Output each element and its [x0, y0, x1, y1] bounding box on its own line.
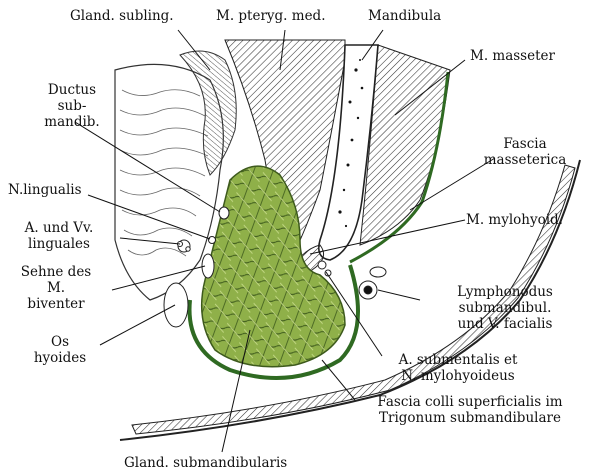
label-fascia-masseterica: Fascia masseterica — [470, 136, 580, 168]
label-a-sub-line2: N. mylohyoideus — [378, 368, 538, 384]
ductus-dot — [219, 207, 229, 219]
label-sehne-line3: biventer — [6, 296, 106, 312]
label-a-vv-linguales: A. und Vv. linguales — [4, 220, 114, 252]
label-fascia-colli-line2: Trigonum submandibulare — [352, 410, 588, 426]
label-a-vv-line2: linguales — [4, 236, 114, 252]
label-sehne-line1: Sehne des — [6, 264, 106, 280]
label-sehne-biventer: Sehne des M. biventer — [6, 264, 106, 312]
os-hyoides — [164, 283, 188, 327]
label-n-lingualis: N.lingualis — [8, 182, 82, 198]
label-lymphonodus: Lymphonodus submandibul. und V. facialis — [430, 284, 580, 332]
a-submentalis-dot — [318, 261, 326, 269]
label-m-pteryg-med: M. pteryg. med. — [216, 8, 326, 24]
label-sehne-line2: M. — [6, 280, 106, 296]
label-ductus: Ductus sub- mandib. — [22, 82, 122, 130]
label-gland-submand: Gland. submandibularis — [124, 455, 287, 471]
label-m-masseter: M. masseter — [470, 48, 555, 64]
label-gland-subling: Gland. subling. — [70, 8, 174, 24]
label-m-mylohyoid: M. mylohyoid. — [466, 212, 563, 228]
label-os-hyoides: Os hyoides — [20, 334, 100, 366]
label-a-vv-line1: A. und Vv. — [4, 220, 114, 236]
label-fascia-colli: Fascia colli superficialis im Trigonum s… — [352, 394, 588, 426]
label-os-line2: hyoides — [20, 350, 100, 366]
n-lingualis-dot — [209, 237, 216, 244]
label-fascia-masseterica-line1: Fascia — [470, 136, 580, 152]
label-ductus-line3: mandib. — [22, 114, 122, 130]
label-lymph-line1: Lymphonodus — [430, 284, 580, 300]
label-mandibula: Mandibula — [368, 8, 441, 24]
label-ductus-line1: Ductus — [22, 82, 122, 98]
label-ductus-line2: sub- — [22, 98, 122, 114]
label-a-submentalis: A. submentalis et N. mylohyoideus — [378, 352, 538, 384]
label-fascia-colli-line1: Fascia colli superficialis im — [352, 394, 588, 410]
label-lymph-line3: und V. facialis — [430, 316, 580, 332]
label-a-sub-line1: A. submentalis et — [378, 352, 538, 368]
label-os-line1: Os — [20, 334, 100, 350]
label-fascia-masseterica-line2: masseterica — [470, 152, 580, 168]
label-lymph-line2: submandibul. — [430, 300, 580, 316]
